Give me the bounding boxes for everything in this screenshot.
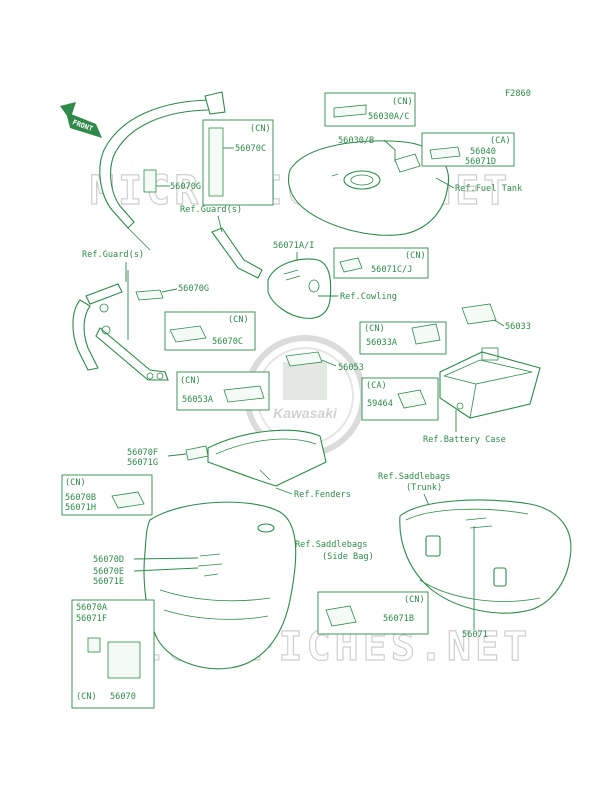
label-ref-fenders: Ref.Fenders xyxy=(294,490,351,500)
front-guard xyxy=(99,91,263,279)
label-56053: 56053 xyxy=(338,363,364,373)
label-56071ai: 56071A/I xyxy=(273,241,314,251)
sticker-56033a xyxy=(411,323,441,345)
label-cn: (CN) xyxy=(76,692,97,702)
label-56071: 56071 xyxy=(462,630,488,640)
label-cn: (CN) xyxy=(404,595,425,605)
label-56070: 56070 xyxy=(110,692,136,702)
sticker-56071b xyxy=(325,605,357,627)
side-bag xyxy=(143,501,297,670)
label-ca: (CA) xyxy=(366,381,387,391)
sticker-56070b xyxy=(111,491,145,509)
sticker-56053 xyxy=(285,351,323,367)
sticker-56033 xyxy=(461,303,497,325)
label-cn: (CN) xyxy=(392,97,413,107)
label-56040: 56040 xyxy=(470,147,496,157)
label-ref-cowling: Ref.Cowling xyxy=(340,292,397,302)
sticker-56040 xyxy=(429,146,461,160)
label-56070c: 56070C xyxy=(235,144,266,154)
label-56033: 56033 xyxy=(505,322,531,332)
sticker-56070g xyxy=(143,169,157,193)
label-56070a: 56070A xyxy=(76,603,108,613)
sticker-56071cj xyxy=(339,257,363,273)
label-cn: (CN) xyxy=(250,124,271,134)
label-56071cj: 56071C/J xyxy=(371,265,412,275)
label-59464: 59464 xyxy=(367,399,393,409)
label-ref-saddlebags: Ref.Saddlebags xyxy=(295,540,367,550)
sticker-56030ac xyxy=(333,104,367,118)
cowling xyxy=(267,258,332,319)
box-56070c-b xyxy=(164,311,256,351)
label-56030b: 56030/B xyxy=(338,136,374,146)
label-56033a: 56033A xyxy=(366,338,398,348)
rear-guard xyxy=(72,283,169,381)
drawing-code: F2860 xyxy=(505,89,531,99)
label-56070e: 56070E xyxy=(93,567,124,577)
label-ref-guards: Ref.Guard(s) xyxy=(180,205,242,215)
label-56070f: 56070F xyxy=(127,448,158,458)
label-56071g: 56071G xyxy=(127,458,158,468)
sticker-59464 xyxy=(397,389,427,409)
sticker-56070g-b xyxy=(135,289,164,301)
label-cn: (CN) xyxy=(364,324,385,334)
label-56071b: 56071B xyxy=(383,614,414,624)
label-56071e: 56071E xyxy=(93,577,124,587)
label-56053a: 56053A xyxy=(182,395,214,405)
label-56071h: 56071H xyxy=(65,503,96,513)
label-56070g: 56070G xyxy=(170,182,201,192)
logo-text: Kawasaki xyxy=(273,405,338,421)
label-56070c: 56070C xyxy=(212,337,243,347)
battery-case xyxy=(439,347,541,419)
sticker-56070c xyxy=(208,127,224,197)
label-56070b: 56070B xyxy=(65,493,96,503)
trunk xyxy=(399,499,572,614)
label-cn: (CN) xyxy=(405,251,426,261)
label-side-bag: (Side Bag) xyxy=(322,552,374,562)
label-ref-saddlebags: Ref.Saddlebags xyxy=(378,472,450,482)
label-56030ac: 56030A/C xyxy=(368,112,409,122)
label-56070g: 56070G xyxy=(178,284,209,294)
sticker-56070a xyxy=(87,637,101,653)
sticker-56053a xyxy=(223,385,265,403)
sticker-56070f xyxy=(185,445,209,461)
label-ca: (CA) xyxy=(490,136,511,146)
label-56070d: 56070D xyxy=(93,555,124,565)
sticker-56070c-b xyxy=(169,325,207,343)
label-ref-battery-case: Ref.Battery Case xyxy=(423,435,506,445)
label-trunk: (Trunk) xyxy=(406,483,442,493)
label-cn: (CN) xyxy=(65,478,86,488)
sticker-56070 xyxy=(107,641,141,679)
label-ref-fuel-tank: Ref.Fuel Tank xyxy=(455,184,523,194)
label-56071d: 56071D xyxy=(465,157,496,167)
fenders xyxy=(207,429,327,487)
front-arrow-icon: FRONT xyxy=(60,102,102,138)
label-cn: (CN) xyxy=(180,376,201,386)
fuel-tank xyxy=(287,140,449,236)
label-56071f: 56071F xyxy=(76,614,107,624)
label-cn: (CN) xyxy=(228,315,249,325)
label-ref-guards: Ref.Guard(s) xyxy=(82,250,144,260)
